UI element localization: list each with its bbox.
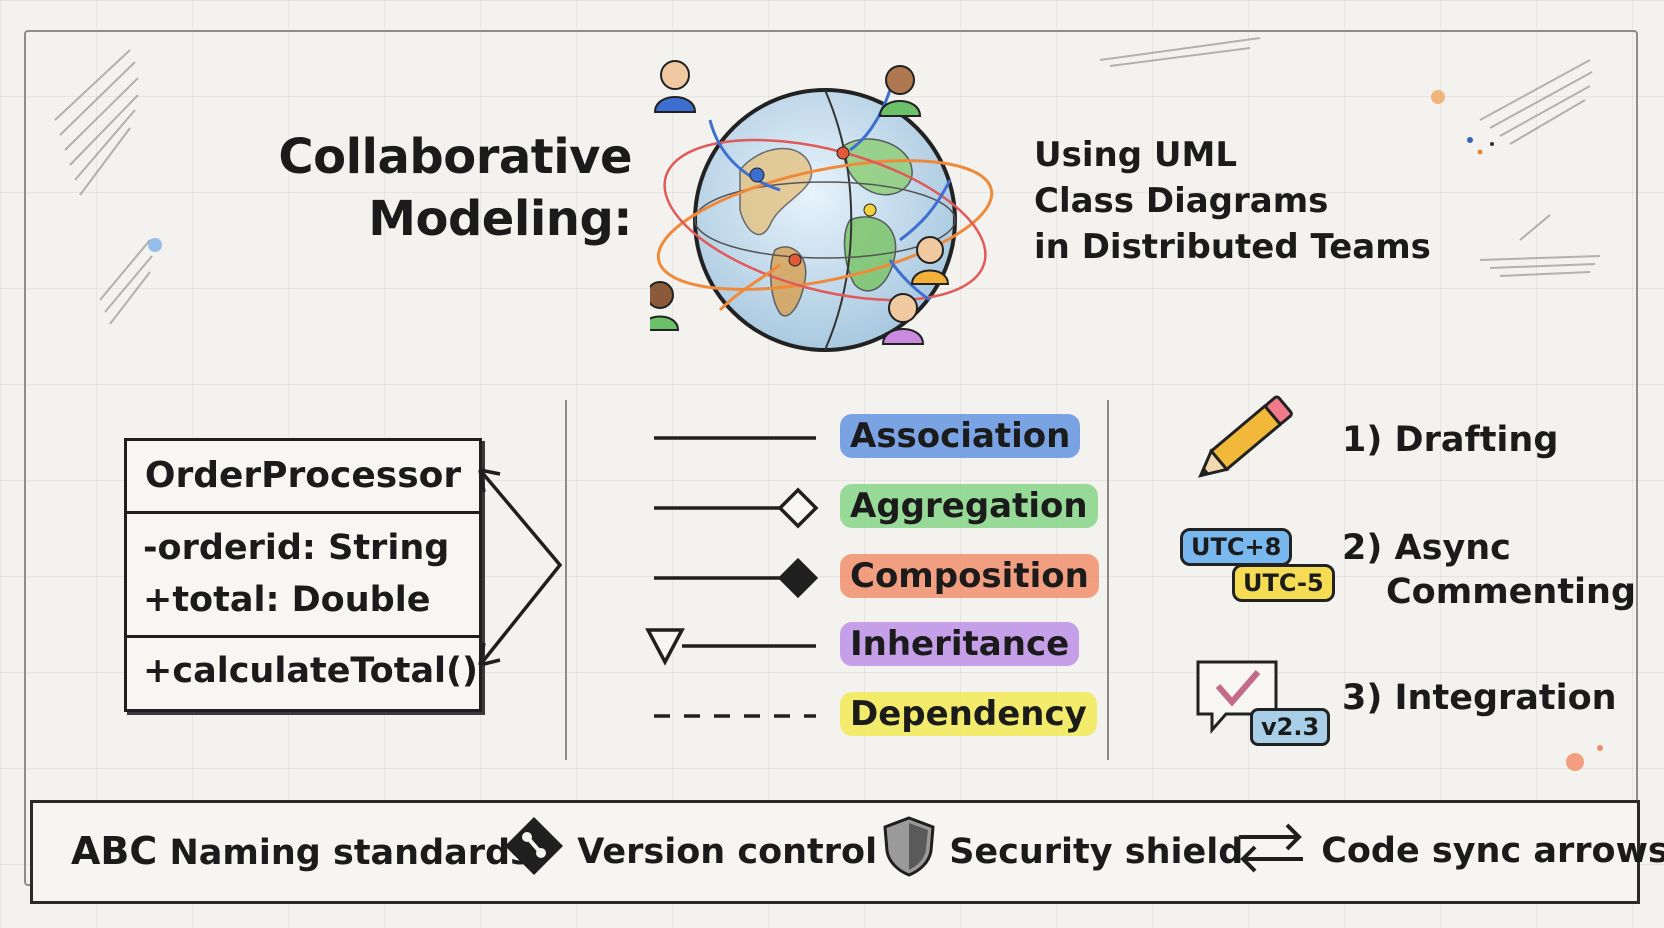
legend-row-aggregation: Aggregation: [640, 480, 1098, 536]
composition-diamond-icon: [654, 557, 819, 599]
legend-label-composition: Composition: [840, 554, 1099, 598]
team-member-avatar: [878, 65, 922, 117]
uml-class-name: OrderProcessor: [127, 441, 479, 514]
uml-attributes: -orderid: String +total: Double: [127, 514, 479, 638]
association-line-icon: [654, 436, 816, 440]
workflow-step-async: 2) Async Commenting: [1342, 526, 1636, 614]
inheritance-triangle-icon: [645, 628, 816, 666]
subtitle-line3: in Distributed Teams: [1034, 227, 1431, 267]
footer-label: Code sync arrows: [1321, 831, 1664, 871]
uml-attribute: -orderid: String: [143, 528, 450, 568]
footer-item-sync: Code sync arrows: [1233, 823, 1664, 875]
uml-method: +calculateTotal(): [143, 651, 479, 691]
team-member-avatar: [650, 281, 680, 331]
team-member-avatar: [881, 293, 925, 345]
legend-label-aggregation: Aggregation: [840, 484, 1098, 528]
version-badge: v2.3: [1250, 708, 1331, 746]
page-title-line2: Modeling:: [368, 191, 632, 247]
legend-label-association: Association: [840, 414, 1081, 458]
team-member-avatar: [910, 236, 950, 285]
legend-label-inheritance: Inheritance: [840, 622, 1080, 666]
abc-icon: ABC: [71, 829, 158, 873]
workflow-step-integration: 3) Integration: [1342, 678, 1617, 718]
pencil-icon: [1198, 395, 1293, 478]
globe-illustration: [650, 60, 994, 352]
aggregation-diamond-icon: [654, 487, 819, 529]
dependency-dashed-line-icon: [654, 714, 816, 718]
workflow-step-line: 2) Async: [1342, 528, 1511, 568]
footer-label: Naming standards: [169, 833, 531, 873]
git-icon: [505, 817, 563, 875]
subtitle-line2: Class Diagrams: [1034, 181, 1329, 221]
legend-row-association: Association: [640, 410, 1081, 466]
legend-row-dependency: Dependency: [640, 688, 1097, 744]
footer-item-naming: ABC Naming standards: [71, 829, 531, 873]
footer-item-security: Security shield: [881, 816, 1244, 877]
sync-arrows-icon: [1239, 823, 1303, 873]
footer-item-version-control: Version control: [503, 817, 878, 877]
timezone-badge: UTC+8: [1180, 528, 1293, 566]
legend-row-composition: Composition: [640, 550, 1099, 606]
workflow-step-line: Commenting: [1386, 572, 1637, 612]
timezone-badge: UTC-5: [1232, 564, 1335, 602]
footer-bar: ABC Naming standards Version control Sec…: [30, 800, 1664, 904]
uml-class-box: OrderProcessor -orderid: String +total: …: [124, 438, 482, 712]
legend-label-dependency: Dependency: [840, 692, 1097, 736]
column-divider: [1107, 400, 1109, 760]
uml-attribute: +total: Double: [143, 580, 431, 620]
workflow-step-drafting: 1) Drafting: [1342, 420, 1559, 460]
legend-row-inheritance: Inheritance: [640, 618, 1080, 674]
subtitle-line1: Using UML: [1034, 135, 1237, 175]
self-association-arrow: [478, 468, 563, 667]
page-title-line1: Collaborative: [278, 129, 632, 185]
team-member-avatar: [653, 60, 697, 113]
footer-label: Security shield: [949, 832, 1244, 872]
shield-icon: [883, 816, 935, 877]
column-divider: [565, 400, 567, 760]
footer-label: Version control: [577, 832, 878, 872]
